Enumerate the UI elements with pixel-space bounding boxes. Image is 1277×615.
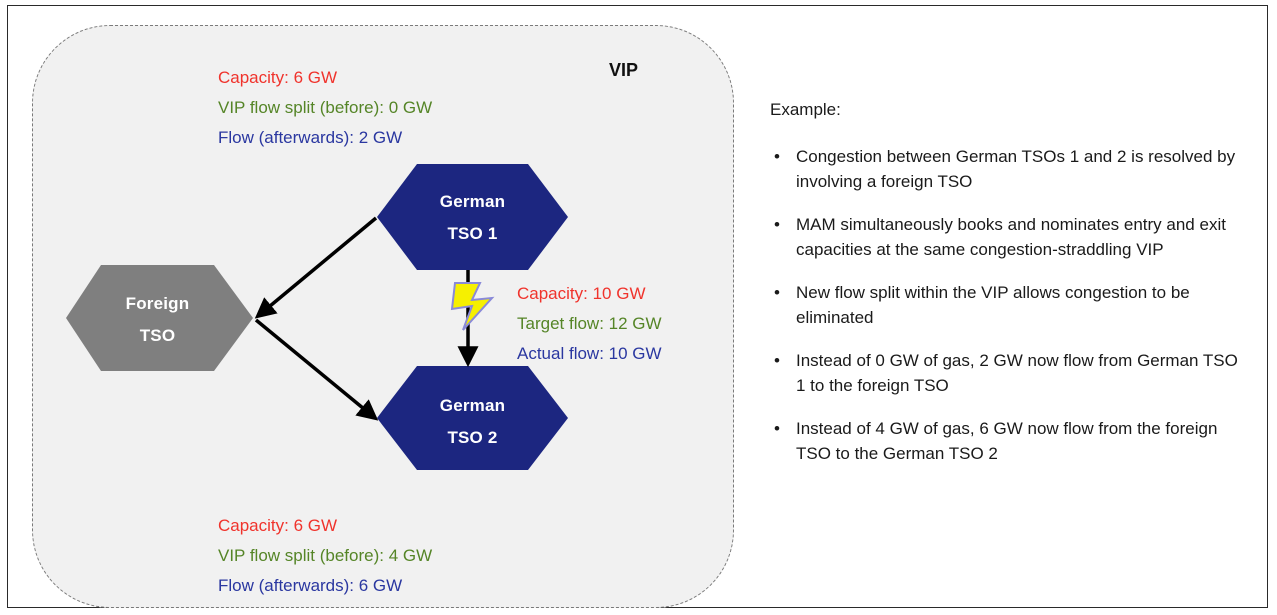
german-tso-1-line1: German	[439, 192, 506, 211]
example-bullet-item: • New flow split within the VIP allows co…	[770, 280, 1250, 330]
bullet-dot: •	[774, 147, 780, 166]
foreign-tso-line1: Foreign	[125, 294, 190, 313]
arrow-german1-to-foreign	[254, 216, 378, 319]
middle-info-block: Capacity: 10 GW Target flow: 12 GW Actua…	[517, 279, 662, 369]
example-bullet-item: • MAM simultaneously books and nominates …	[770, 212, 1250, 262]
bottom-flow-after-label: Flow (afterwards): 6 GW	[218, 576, 403, 595]
bullet-dot: •	[774, 419, 780, 438]
example-bullet-text: Instead of 4 GW of gas, 6 GW now flow fr…	[796, 419, 1218, 463]
middle-actual-flow-label: Actual flow: 10 GW	[517, 344, 662, 363]
example-bullet-item: • Instead of 0 GW of gas, 2 GW now flow f…	[770, 348, 1250, 398]
foreign-tso-label: Foreign TSO	[101, 288, 214, 352]
arrow-foreign-to-german2	[254, 318, 379, 421]
top-capacity-label: Capacity: 6 GW	[218, 68, 338, 87]
bullet-dot: •	[774, 351, 780, 370]
vip-label: VIP	[609, 60, 639, 80]
foreign-tso-node	[66, 265, 253, 371]
example-bullet-text: Instead of 0 GW of gas, 2 GW now flow fr…	[796, 351, 1238, 395]
german-tso-2-line2: TSO 2	[447, 428, 498, 447]
example-bullet-text: MAM simultaneously books and nominates e…	[796, 215, 1226, 259]
german-tso-1-line2: TSO 1	[447, 224, 498, 243]
german-tso-2-label: German TSO 2	[417, 390, 528, 454]
middle-target-flow-label: Target flow: 12 GW	[517, 314, 662, 333]
bullet-dot: •	[774, 215, 780, 234]
german-tso-1-node	[377, 164, 568, 270]
example-bullet-item: • Instead of 4 GW of gas, 6 GW now flow f…	[770, 416, 1250, 466]
example-bullet-item: • Congestion between German TSOs 1 and 2 …	[770, 144, 1250, 194]
top-flow-split-label: VIP flow split (before): 0 GW	[218, 98, 433, 117]
german-tso-2-node	[377, 366, 568, 470]
example-title: Example:	[770, 100, 841, 119]
german-tso-2-line1: German	[439, 396, 506, 415]
bullet-dot: •	[774, 283, 780, 302]
german-tso-1-label: German TSO 1	[417, 186, 528, 250]
example-bullet-text: New flow split within the VIP allows con…	[796, 283, 1190, 327]
top-flow-after-label: Flow (afterwards): 2 GW	[218, 128, 403, 147]
top-info-block: Capacity: 6 GW VIP flow split (before): …	[218, 63, 432, 153]
foreign-tso-line2: TSO	[139, 326, 176, 345]
example-bullet-list: • Congestion between German TSOs 1 and 2 …	[770, 144, 1250, 466]
bottom-capacity-label: Capacity: 6 GW	[218, 516, 338, 535]
lightning-icon	[450, 282, 495, 331]
bottom-flow-split-label: VIP flow split (before): 4 GW	[218, 546, 433, 565]
example-bullet-text: Congestion between German TSOs 1 and 2 i…	[796, 147, 1236, 191]
example-panel: Example: • Congestion between German TSOs…	[770, 100, 1250, 484]
middle-capacity-label: Capacity: 10 GW	[517, 284, 646, 303]
bottom-info-block: Capacity: 6 GW VIP flow split (before): …	[218, 511, 432, 601]
